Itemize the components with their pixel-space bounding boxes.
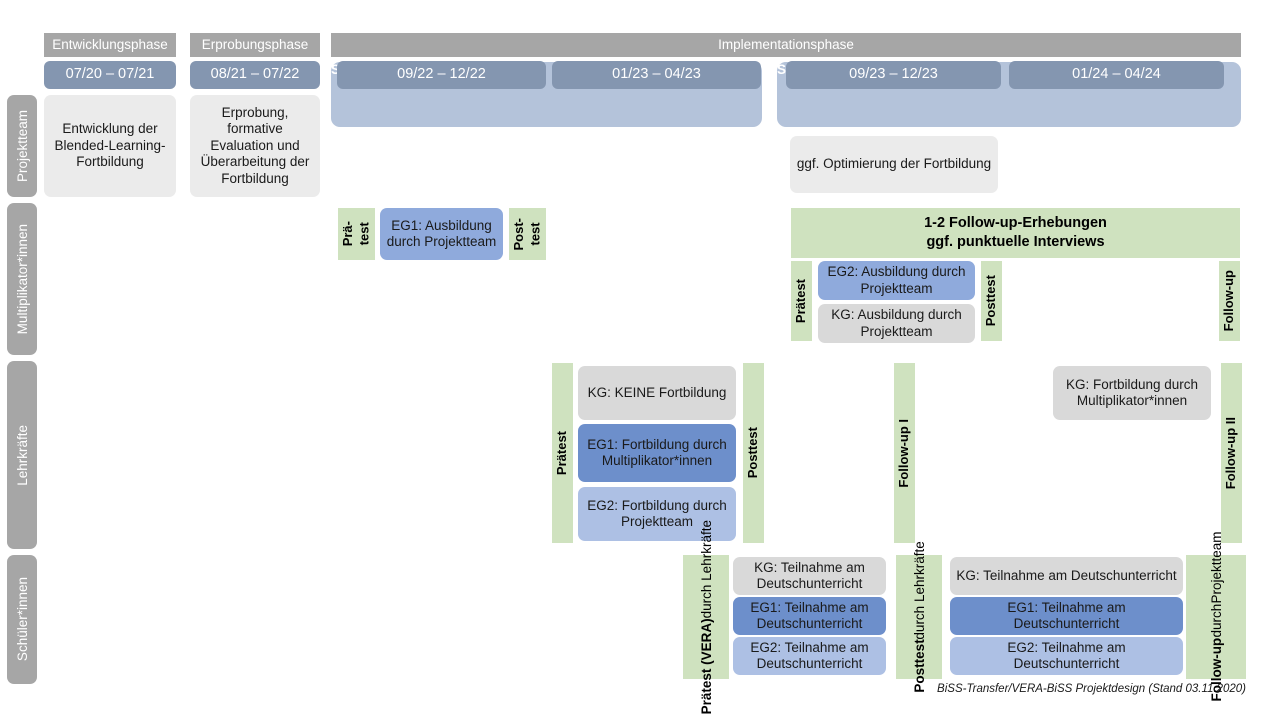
lehrkraefte-followup-2-column: Follow-up II — [1221, 363, 1242, 543]
phase-bar-erprobungsphase: Erprobungsphase — [190, 33, 320, 57]
role-text: Projektteam — [14, 109, 30, 183]
multiplikatoren-praetest-1-column: Prä-test — [338, 208, 375, 260]
phase-bar-implementationsphase: Implementationsphase — [331, 33, 1241, 57]
phase-label: Entwicklungsphase — [52, 36, 168, 52]
lehrkraefte-praetest-column: Prätest — [552, 363, 573, 543]
projektteam-entwicklung-box: Entwicklung der Blended-Learning-Fortbil… — [44, 95, 176, 197]
date-chip-0922-1222: 09/22 – 12/22 — [337, 61, 546, 89]
date-label: 01/24 – 04/24 — [1072, 66, 1161, 83]
phase-label: Implementationsphase — [718, 36, 854, 52]
date-label: 09/23 – 12/23 — [849, 66, 938, 83]
multiplikatoren-posttest-2-text: Posttest — [983, 275, 999, 327]
phase-label: Erprobungsphase — [201, 36, 309, 52]
schueler-praetest-column: Prätest (VERA)durch Lehrkräfte — [683, 520, 729, 714]
date-label: 09/22 – 12/22 — [397, 66, 486, 83]
date-chip-0720-0721: 07/20 – 07/21 — [44, 61, 176, 89]
multiplikatoren-kg-box: KG: Ausbildung durch Projektteam — [818, 304, 975, 343]
projektteam-erprobung-box: Erprobung, formative Evaluation und Über… — [190, 95, 320, 197]
projektteam-entwicklung-text: Entwicklung der Blended-Learning-Fortbil… — [54, 121, 166, 170]
projektteam-optimierung-text: ggf. Optimierung der Fortbildung — [796, 156, 992, 172]
schueler-right-kg-text: KG: Teilnahme am Deutschunterricht — [956, 567, 1177, 583]
lehrkraefte-followup-1-text: Follow-up I — [896, 418, 912, 488]
multiplikatoren-followup-column: Follow-up — [1219, 261, 1240, 341]
multiplikatoren-kg-text: KG: Ausbildung durch Projektteam — [831, 307, 962, 339]
date-label: 01/23 – 04/23 — [612, 66, 701, 83]
footer-caption: BiSS-Transfer/VERA-BiSS Projektdesign (S… — [700, 683, 1246, 701]
schueler-left-kg-box: KG: Teilnahme am Deutschunterricht — [733, 557, 886, 595]
multiplikatoren-eg1-text: EG1: Ausbildung durch Projektteam — [386, 217, 497, 249]
date-chip-0123-0423: 01/23 – 04/23 — [552, 61, 761, 89]
date-label: 08/21 – 07/22 — [210, 66, 300, 83]
schueler-left-eg2-text: EG2: Teilnahme am Deutschunterricht — [750, 639, 869, 671]
lehrkraefte-posttest-column: Posttest — [743, 363, 764, 543]
role-text: Lehrkräfte — [14, 424, 30, 486]
lehrkraefte-kg-spaet-text: KG: Fortbildung durch Multiplikator*inne… — [1065, 376, 1199, 408]
lehrkraefte-posttest-text: Posttest — [745, 427, 761, 479]
lehrkraefte-praetest-text: Prätest — [554, 430, 570, 476]
lehrkraefte-followup-1-column: Follow-up I — [894, 363, 915, 543]
schueler-left-kg-text: KG: Teilnahme am Deutschunterricht — [754, 559, 865, 591]
footer-caption-text: BiSS-Transfer/VERA-BiSS Projektdesign (S… — [937, 683, 1246, 695]
multiplikatoren-posttest-1-column: Post-test — [509, 208, 546, 260]
lehrkraefte-eg2-box: EG2: Fortbildung durch Projektteam — [578, 487, 736, 541]
schueler-right-eg2-box: EG2: Teilnahme am Deutschunterricht — [950, 637, 1183, 675]
schueler-right-eg1-box: EG1: Teilnahme am Deutschunterricht — [950, 597, 1183, 635]
multiplikatoren-eg2-box: EG2: Ausbildung durch Projektteam — [818, 261, 975, 300]
date-chip-0821-0722: 08/21 – 07/22 — [190, 61, 320, 89]
schueler-left-eg1-box: EG1: Teilnahme am Deutschunterricht — [733, 597, 886, 635]
schueler-left-eg2-box: EG2: Teilnahme am Deutschunterricht — [733, 637, 886, 675]
multiplikatoren-followup-text: Follow-up — [1221, 270, 1237, 332]
multiplikatoren-posttest-1-text: Post-test — [511, 217, 543, 251]
multiplikatoren-posttest-2-column: Posttest — [981, 261, 1002, 341]
lehrkraefte-followup-2-text: Follow-up II — [1223, 416, 1239, 490]
role-text: Multiplikator*innen — [14, 223, 30, 335]
projektteam-erprobung-text: Erprobung, formative Evaluation und Über… — [200, 104, 310, 186]
phase-bar-entwicklungsphase: Entwicklungsphase — [44, 33, 176, 57]
multiplikatoren-eg1-box: EG1: Ausbildung durch Projektteam — [380, 208, 503, 260]
role-label-projektteam: Projektteam — [7, 95, 37, 197]
date-chip-0124-0424: 01/24 – 04/24 — [1009, 61, 1224, 89]
date-label: 07/20 – 07/21 — [65, 66, 155, 83]
role-label-lehrkraefte: Lehrkräfte — [7, 361, 37, 549]
schueler-right-kg-box: KG: Teilnahme am Deutschunterricht — [950, 557, 1183, 595]
multiplikatoren-praetest-2-text: Prätest — [793, 278, 809, 324]
role-label-multiplikatorinnen: Multiplikator*innen — [7, 203, 37, 355]
schueler-right-eg2-text: EG2: Teilnahme am Deutschunterricht — [1007, 639, 1126, 671]
multiplikatoren-praetest-1-text: Prä-test — [340, 221, 372, 247]
lehrkraefte-eg2-text: EG2: Fortbildung durch Projektteam — [587, 497, 727, 529]
lehrkraefte-kg-spaet-box: KG: Fortbildung durch Multiplikator*inne… — [1053, 366, 1211, 420]
lehrkraefte-eg1-box: EG1: Fortbildung durch Multiplikator*inn… — [578, 424, 736, 482]
lehrkraefte-kg-keine-text: KG: KEINE Fortbildung — [587, 384, 727, 400]
date-chip-0923-1223: 09/23 – 12/23 — [786, 61, 1001, 89]
role-text: Schüler*innen — [14, 577, 30, 662]
schueler-left-eg1-text: EG1: Teilnahme am Deutschunterricht — [750, 599, 869, 631]
schueler-right-eg1-text: EG1: Teilnahme am Deutschunterricht — [1007, 599, 1126, 631]
lehrkraefte-eg1-text: EG1: Fortbildung durch Multiplikator*inn… — [587, 436, 727, 468]
multiplikatoren-praetest-2-column: Prätest — [791, 261, 812, 341]
lehrkraefte-kg-keine-box: KG: KEINE Fortbildung — [578, 366, 736, 420]
role-label-schuelerinnen: Schüler*innen — [7, 555, 37, 684]
multiplikatoren-eg2-text: EG2: Ausbildung durch Projektteam — [827, 264, 966, 296]
projektteam-optimierung-box: ggf. Optimierung der Fortbildung — [790, 136, 998, 193]
